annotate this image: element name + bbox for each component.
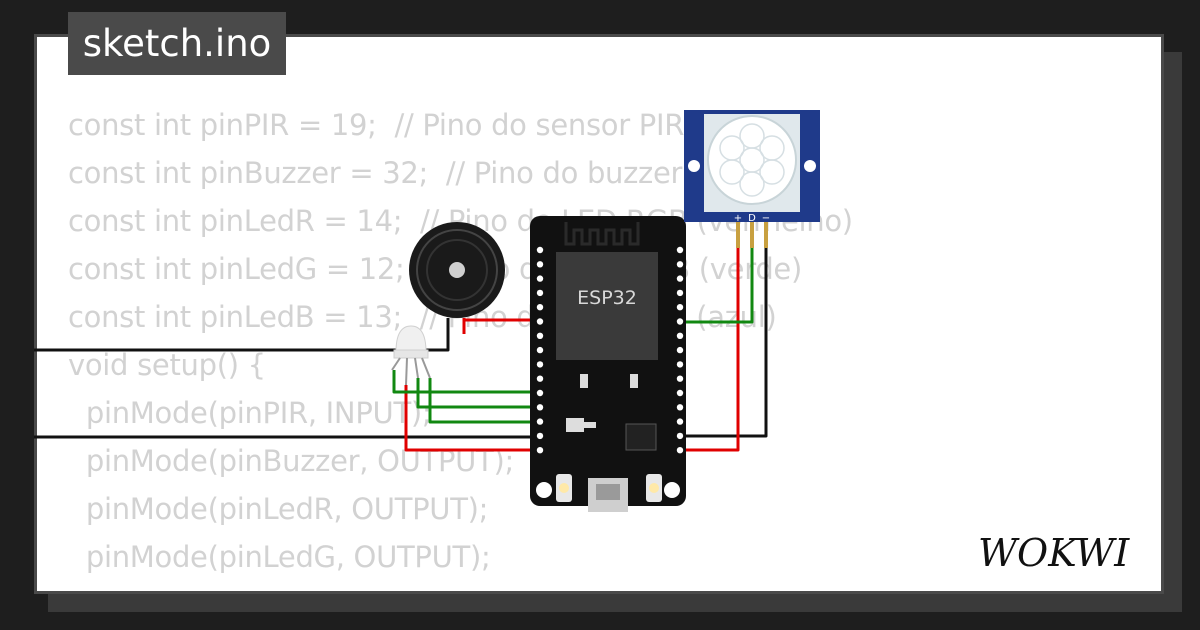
esp32-pin: [676, 346, 684, 354]
esp32-pin: [676, 261, 684, 268]
rgb-led[interactable]: [391, 325, 431, 386]
esp32-chip-label: ESP32: [577, 287, 637, 309]
esp32-pin: [536, 361, 544, 368]
wokwi-logo: WOKWI: [978, 531, 1130, 575]
code-line: const int pinPIR = 19; // Pino do sensor…: [68, 108, 685, 142]
esp32-pin: [676, 332, 684, 339]
pir-pin-label-vcc: +: [734, 213, 742, 224]
esp32-pin: [536, 246, 544, 254]
pir-sensor[interactable]: + D −: [684, 110, 820, 248]
wire-buzzer-gnd: [34, 318, 450, 352]
esp32-pin: [676, 304, 684, 311]
esp32-pin: [676, 389, 684, 397]
esp32-pin: [536, 375, 544, 382]
wokwi-logo-text: WOKWI: [978, 531, 1130, 575]
esp32-pin: [676, 418, 684, 425]
pir-pin-label-data: D: [748, 213, 756, 224]
wire-led-red: [404, 385, 540, 452]
code-line: pinMode(pinPIR, INPUT);: [68, 396, 432, 430]
esp32-pin: [676, 289, 684, 297]
wire-buzzer-signal: [462, 318, 540, 334]
code-line: pinMode(pinLedR, OUTPUT);: [68, 492, 489, 526]
esp32-pin: [536, 304, 544, 311]
esp32-pin: [536, 404, 544, 411]
esp32-pin: [676, 447, 684, 454]
wire-led-green-3: [428, 378, 540, 424]
esp32-pin: [536, 289, 544, 297]
esp32-board[interactable]: ESP32: [530, 216, 686, 512]
esp32-pin: [536, 346, 544, 354]
wire-led-green-2: [416, 378, 540, 409]
esp32-pin: [676, 361, 684, 368]
wire-led-green-1: [392, 370, 540, 394]
wires: [34, 225, 768, 452]
code-line: pinMode(pinLedG, OUTPUT);: [68, 540, 491, 574]
wire-pir-gnd: [680, 225, 768, 438]
esp32-pin: [676, 246, 684, 254]
esp32-pin: [676, 432, 684, 440]
esp32-pin: [536, 389, 544, 397]
esp32-pin-headers: [536, 246, 684, 454]
esp32-pin: [676, 404, 684, 411]
code-line: void setup() {: [68, 348, 266, 382]
esp32-pin: [536, 275, 544, 282]
file-tab-label: sketch.ino: [82, 22, 272, 65]
esp32-pin: [536, 432, 544, 440]
esp32-pin: [536, 447, 544, 454]
esp32-pin: [536, 332, 544, 339]
buzzer[interactable]: [409, 222, 505, 318]
esp32-pin: [676, 275, 684, 282]
code-line: const int pinBuzzer = 32; // Pino do buz…: [68, 156, 683, 190]
wire-pir-signal: [680, 225, 754, 324]
esp32-pin: [676, 318, 684, 325]
esp32-pin: [536, 418, 544, 425]
wire-pir-vcc: [680, 225, 740, 452]
esp32-pin: [536, 261, 544, 268]
pir-pin-label-gnd: −: [762, 213, 770, 224]
file-tab[interactable]: sketch.ino: [68, 12, 286, 75]
esp32-pin: [536, 318, 544, 325]
esp32-pin: [676, 375, 684, 382]
